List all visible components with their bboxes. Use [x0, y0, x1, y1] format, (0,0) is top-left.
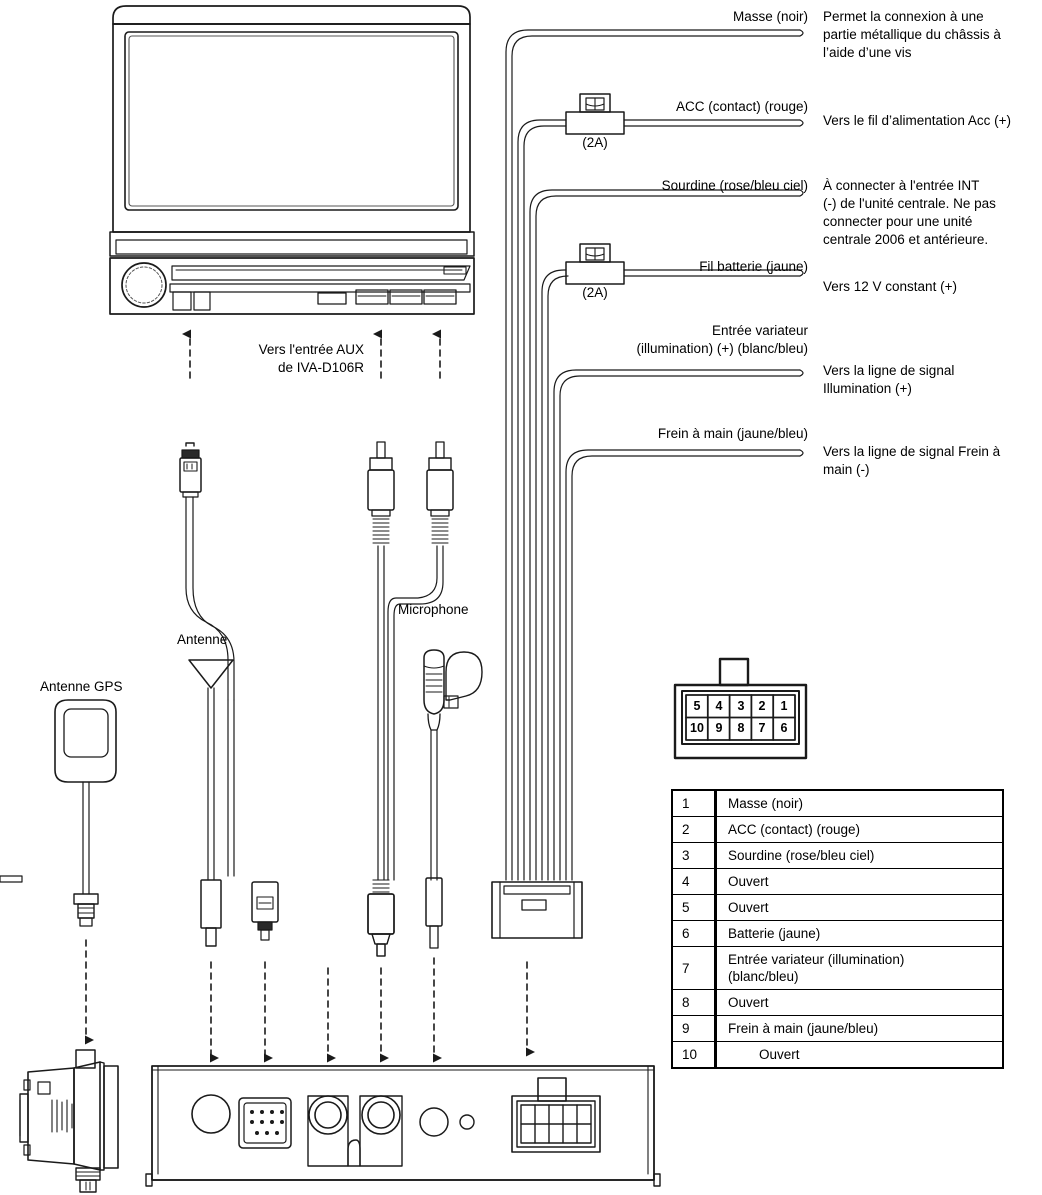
head-unit-illustration [109, 5, 475, 315]
wire-desc-variateur: Vers la ligne de signal Illumination (+) [823, 363, 955, 396]
module-illustration [145, 1065, 661, 1187]
pin-description: Ouvert [715, 894, 1004, 921]
pin-description: Batterie (jaune) [715, 920, 1004, 947]
pin-cell-5: 5 [693, 699, 701, 713]
pin-description: Ouvert [715, 989, 1004, 1016]
table-row: 1 Masse (noir) [671, 789, 1004, 817]
antenna-label: Antenne [177, 632, 228, 647]
fuse-battery [565, 243, 625, 285]
wire-desc-sourdine: À connecter à l'entrée INT (-) de l'unit… [823, 178, 996, 247]
table-row: 2 ACC (contact) (rouge) [671, 816, 1004, 843]
pin-number: 2 [671, 816, 717, 843]
rca-plug-bottom-right [380, 880, 399, 892]
antenna-illustration [188, 659, 234, 947]
table-row: 7 Entrée variateur (illumination) (blanc… [671, 946, 1004, 990]
table-row: 10 Ouvert [671, 1041, 1004, 1069]
pin-number: 6 [671, 920, 717, 947]
pin-description: Frein à main (jaune/bleu) [715, 1015, 1004, 1042]
table-row: 9 Frein à main (jaune/bleu) [671, 1015, 1004, 1042]
wire-name-masse: Masse (noir) [732, 9, 808, 24]
gps-antenna-label: Antenne GPS [40, 679, 123, 694]
fuse-acc-rating: (2A) [582, 135, 608, 150]
table-row: 6 Batterie (jaune) [671, 920, 1004, 947]
pin-cell-10: 10 [690, 721, 704, 735]
rca-plug-bottom-right2 [367, 879, 395, 957]
pin-number: 1 [671, 789, 717, 817]
pin-number: 5 [671, 894, 717, 921]
fuse-acc [565, 93, 625, 135]
wire-desc-masse: Permet la connexion à une partie métalli… [823, 9, 1001, 60]
pin-description: ACC (contact) (rouge) [715, 816, 1004, 843]
pin-cell-2: 2 [758, 699, 766, 713]
pin-cell-6: 6 [780, 721, 788, 735]
wire-desc-batterie: Vers 12 V constant (+) [823, 279, 957, 294]
table-row: 8 Ouvert [671, 989, 1004, 1016]
pin-number: 4 [671, 868, 717, 895]
connector-pinmap: 5 4 3 2 1 10 9 8 7 6 [674, 659, 806, 771]
pin-description: Ouvert [715, 868, 1004, 895]
pin-cell-8: 8 [737, 721, 745, 735]
harness-connector [491, 881, 583, 939]
pin-number: 7 [671, 946, 717, 990]
din-plug-bottom [0, 699, 279, 941]
rca-plug-top-right [387, 441, 454, 881]
connector-pinmap-outline [673, 657, 808, 760]
wire-harness-bundle [505, 29, 804, 881]
module-side-illustration [19, 1049, 119, 1193]
wire-name-acc: ACC (contact) (rouge) [675, 99, 808, 114]
pin-number: 9 [671, 1015, 717, 1042]
wire-desc-acc: Vers le fil d’alimentation Acc (+) [823, 113, 1011, 128]
pin-assignment-table: 1 Masse (noir) 2 ACC (contact) (rouge) 3… [671, 789, 1004, 1069]
pin-description: Sourdine (rose/bleu ciel) [715, 842, 1004, 869]
pin-cell-3: 3 [737, 699, 745, 713]
wire-name-sourdine: Sourdine (rose/bleu ciel) [661, 178, 808, 193]
rca-plug-top-left [367, 441, 395, 881]
pin-number: 3 [671, 842, 717, 869]
microphone-illustration [423, 649, 483, 881]
din-connector-top [179, 442, 235, 701]
fuse-battery-rating: (2A) [582, 285, 608, 300]
table-row: 3 Sourdine (rose/bleu ciel) [671, 842, 1004, 869]
pin-cell-4: 4 [715, 699, 723, 713]
mic-plug-bottom [425, 877, 443, 949]
pin-description: Ouvert [715, 1041, 1004, 1069]
table-row: 5 Ouvert [671, 894, 1004, 921]
table-row: 4 Ouvert [671, 868, 1004, 895]
pin-number: 10 [671, 1041, 717, 1069]
microphone-label: Microphone [398, 602, 469, 617]
pin-cell-1: 1 [780, 699, 788, 713]
gps-antenna-illustration [54, 699, 117, 927]
wire-name-batterie: Fil batterie (jaune) [699, 259, 808, 274]
wire-name-variateur: Entrée variateur (illumination) (+) (bla… [636, 323, 808, 356]
wire-desc-frein: Vers la ligne de signal Frein à main (-) [823, 444, 1001, 477]
pin-description: Entrée variateur (illumination) (blanc/b… [715, 946, 1004, 990]
pin-description: Masse (noir) [715, 789, 1004, 817]
pin-number: 8 [671, 989, 717, 1016]
aux-input-label: Vers l'entrée AUX de IVA-D106R [258, 342, 364, 375]
pin-cell-7: 7 [758, 721, 766, 735]
wire-name-frein: Frein à main (jaune/bleu) [657, 426, 808, 441]
pin-cell-9: 9 [715, 721, 723, 735]
